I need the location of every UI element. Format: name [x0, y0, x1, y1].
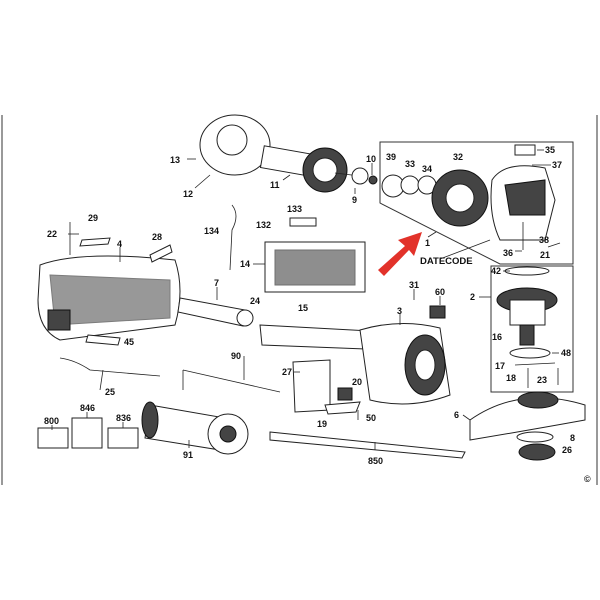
part-label-836: 836 [116, 413, 131, 423]
datecode-arrow [378, 232, 422, 276]
part-label-132: 132 [256, 220, 271, 230]
hex-key-90 [182, 369, 281, 393]
part-label-2: 2 [470, 292, 475, 302]
part-label-133: 133 [287, 204, 302, 214]
part-45 [85, 334, 121, 346]
cover-27 [292, 359, 331, 413]
part-label-42: 42 [491, 266, 501, 276]
part-label-38: 38 [539, 235, 549, 245]
part-label-1: 1 [425, 238, 430, 248]
part-label-3: 3 [397, 306, 402, 316]
part-label-20: 20 [352, 377, 362, 387]
spanner-850 [269, 431, 466, 459]
part-label-31: 31 [409, 280, 419, 290]
accessory-846 [71, 417, 103, 449]
part-label-21: 21 [540, 250, 550, 260]
part-label-35: 35 [545, 145, 555, 155]
part-label-134: 134 [204, 226, 219, 236]
part-label-29: 29 [88, 213, 98, 223]
group-box-1 [379, 141, 574, 265]
nut-26 [518, 443, 556, 461]
field-14 [264, 217, 366, 293]
part-label-34: 34 [422, 164, 432, 174]
part-label-25: 25 [105, 387, 115, 397]
part-label-9: 9 [352, 195, 357, 205]
bearing-9-10 [351, 167, 378, 185]
accessory-836 [107, 427, 139, 449]
gear-head-group-2 [496, 266, 559, 388]
part-label-19: 19 [317, 419, 327, 429]
side-handle-91 [141, 401, 249, 455]
part-label-7: 7 [214, 278, 219, 288]
brush-holder-19-20 [324, 387, 361, 420]
part-label-846: 846 [80, 403, 95, 413]
part-label-39: 39 [386, 152, 396, 162]
accessory-800 [37, 427, 69, 449]
part-label-6: 6 [454, 410, 459, 420]
part-label-16: 16 [492, 332, 502, 342]
part-label-17: 17 [495, 361, 505, 371]
guard-6 [469, 391, 586, 441]
part-label-33: 33 [405, 159, 415, 169]
part-label-8: 8 [570, 433, 575, 443]
part-label-12: 12 [183, 189, 193, 199]
datecode-label: DATECODE [420, 256, 473, 267]
part-label-91: 91 [183, 450, 193, 460]
part-label-18: 18 [506, 373, 516, 383]
motor-housing-4 [37, 255, 181, 341]
part-label-28: 28 [152, 232, 162, 242]
part-label-15: 15 [298, 303, 308, 313]
part-label-60: 60 [435, 287, 445, 297]
part-28 [149, 244, 173, 263]
part-label-48: 48 [561, 348, 571, 358]
part-label-800: 800 [44, 416, 59, 426]
copyright-mark: © [584, 474, 591, 484]
part-label-90: 90 [231, 351, 241, 361]
part-label-13: 13 [170, 155, 180, 165]
part-label-36: 36 [503, 248, 513, 258]
label-29 [79, 237, 111, 247]
armature-11 [259, 145, 361, 193]
part-label-23: 23 [537, 375, 547, 385]
guard-plate-12 [199, 114, 271, 176]
part-label-24: 24 [250, 296, 260, 306]
part-label-850: 850 [368, 456, 383, 466]
part-label-37: 37 [552, 160, 562, 170]
part-label-10: 10 [366, 154, 376, 164]
leader-lines [51, 149, 559, 450]
flange-8 [516, 431, 554, 443]
cable-tie-134 [229, 204, 237, 271]
part-label-50: 50 [366, 413, 376, 423]
part-label-26: 26 [562, 445, 572, 455]
part-label-27: 27 [282, 367, 292, 377]
part-label-32: 32 [453, 152, 463, 162]
part-label-45: 45 [124, 337, 134, 347]
fan-parts-group-1 [381, 144, 561, 250]
part-60 [429, 305, 446, 319]
gear-case-3 [359, 323, 451, 405]
tube-7 [177, 297, 254, 327]
part-25 [59, 357, 161, 377]
part-label-14: 14 [240, 259, 250, 269]
part-label-4: 4 [117, 239, 122, 249]
part-label-22: 22 [47, 229, 57, 239]
part-label-11: 11 [270, 180, 280, 190]
